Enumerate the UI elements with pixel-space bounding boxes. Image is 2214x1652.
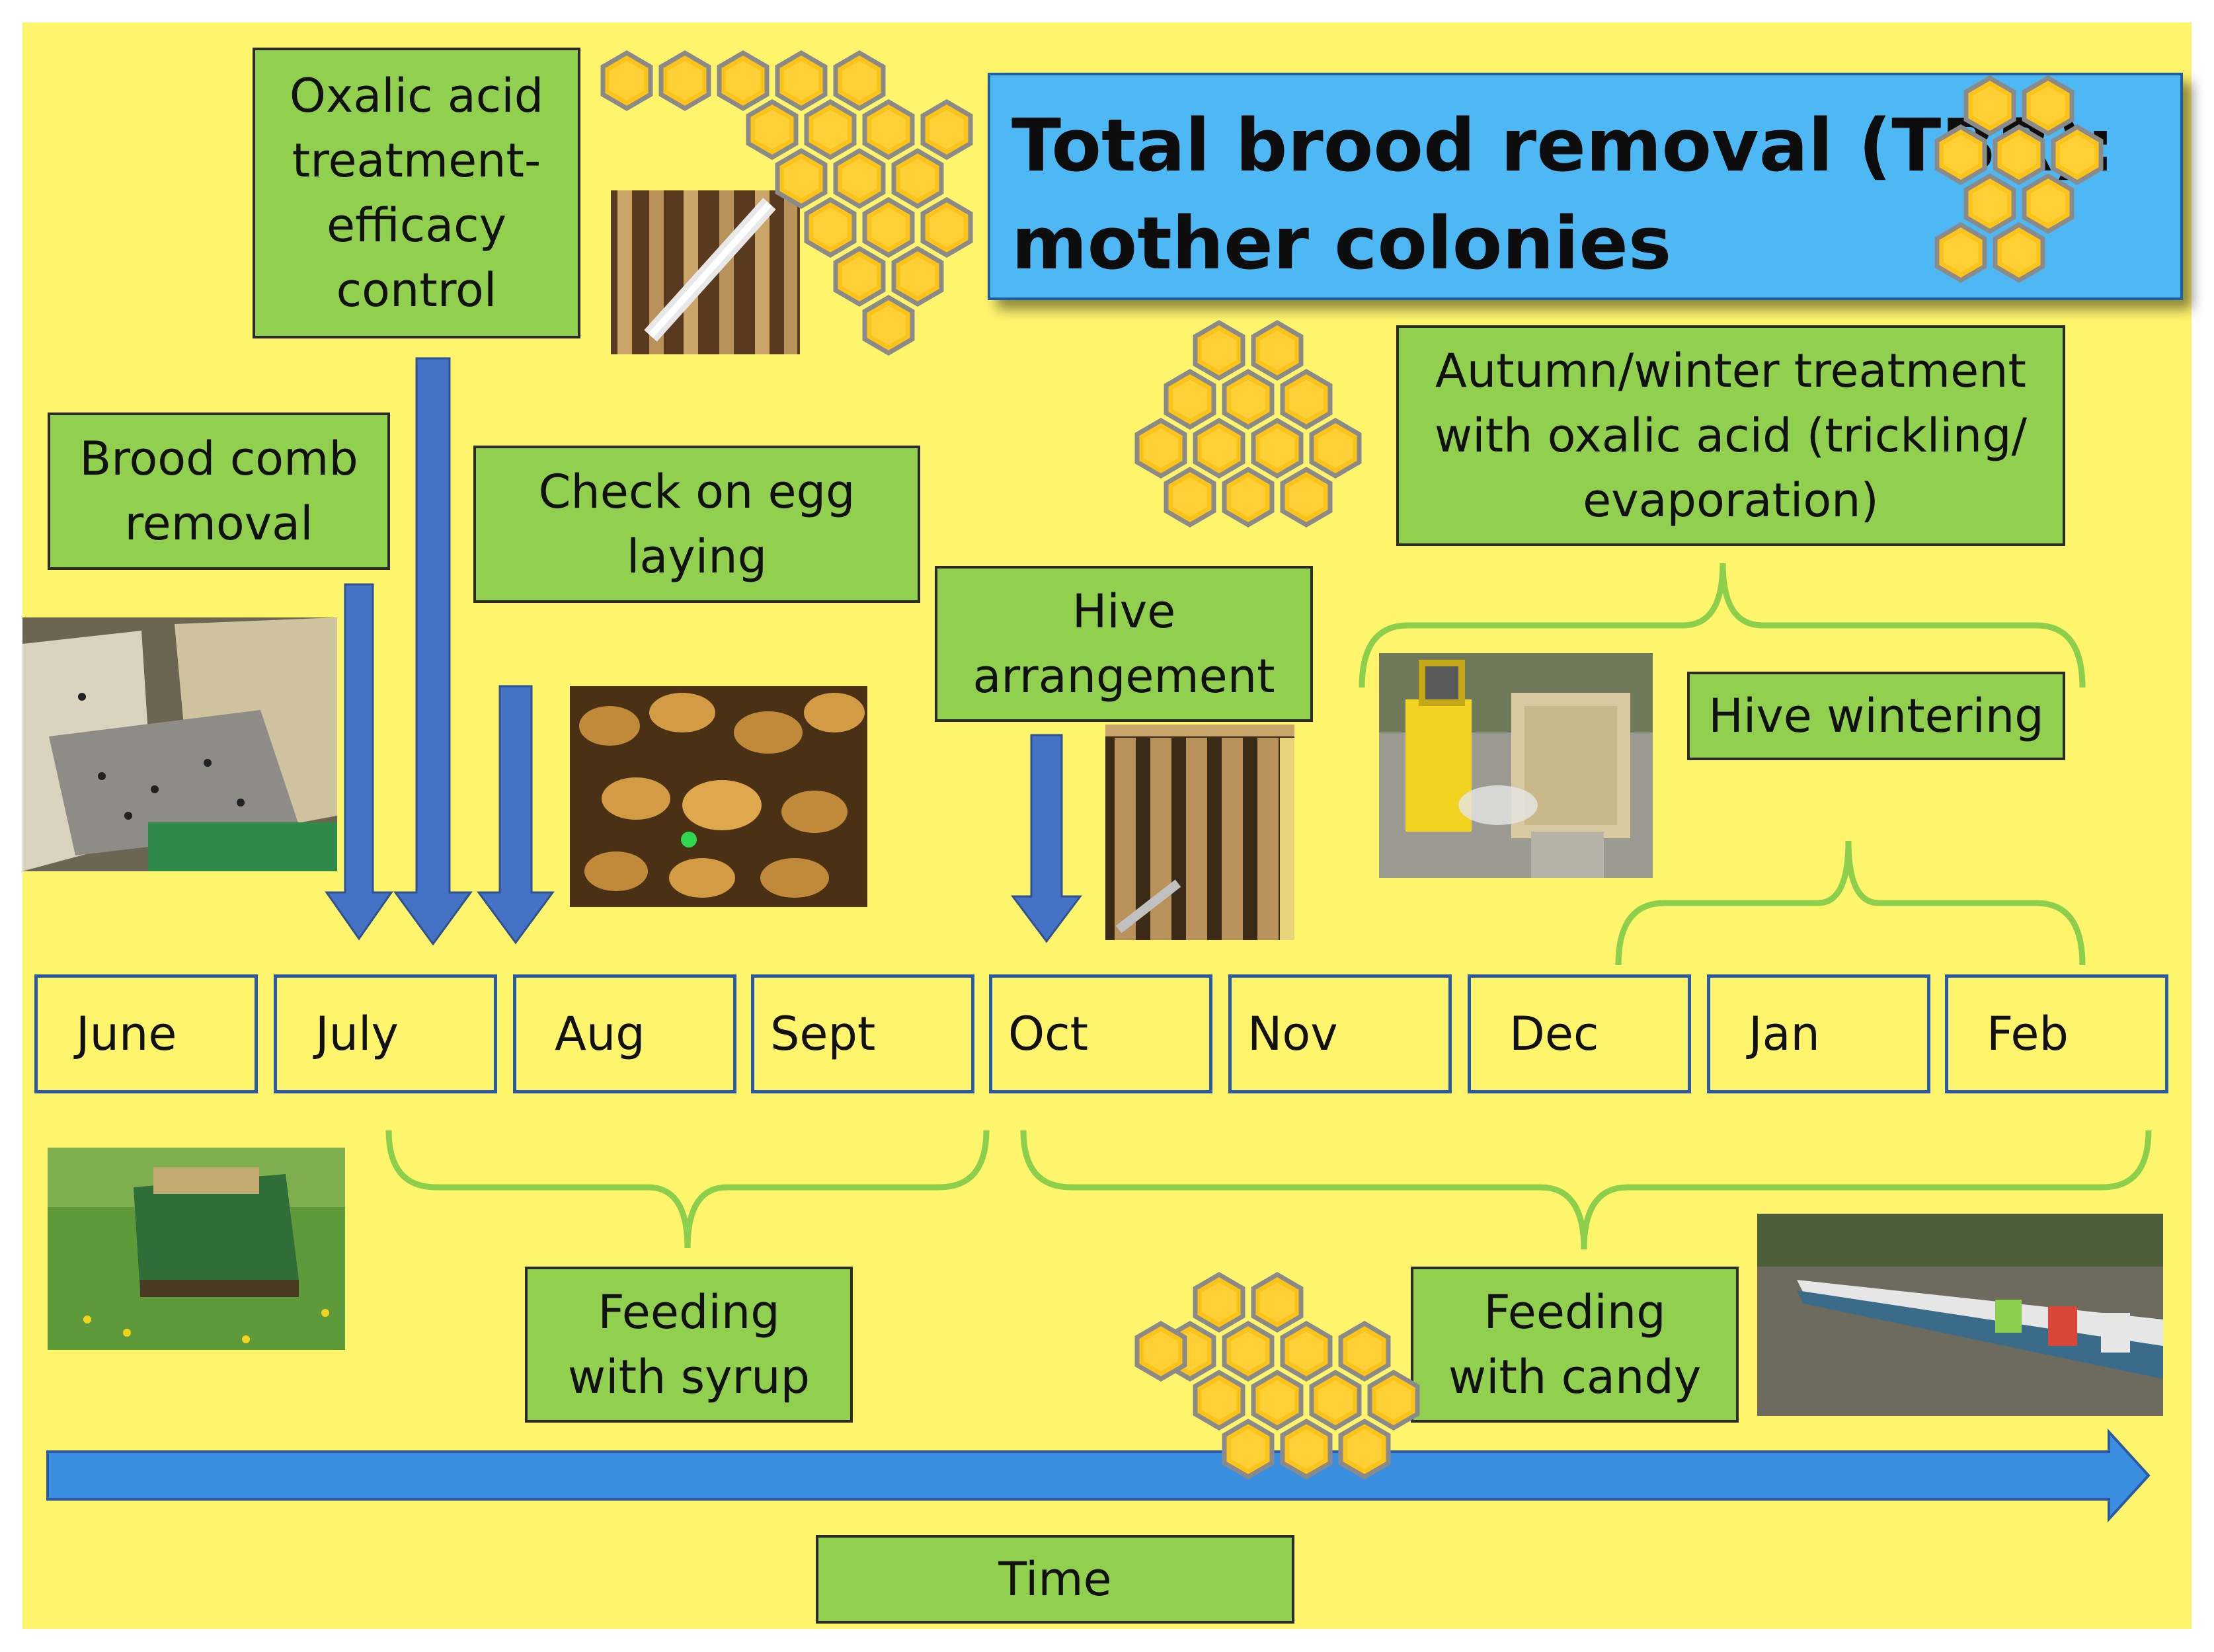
feeding-candy-line-1: Feeding xyxy=(1483,1285,1666,1339)
photo-apiary-row xyxy=(1757,1214,2163,1416)
month-july: July xyxy=(274,974,497,1093)
autumn-treatment-line-2: with oxalic acid (trickling/ xyxy=(1434,409,2028,463)
month-jan: Jan xyxy=(1707,974,1930,1093)
oxalic-control-line-2: treatment- xyxy=(292,134,541,188)
title-line-1: Total brood removal (TBR): xyxy=(1011,103,2115,188)
month-feb: Feb xyxy=(1945,974,2168,1093)
month-aug-label: Aug xyxy=(555,1007,645,1061)
month-oct: Oct xyxy=(989,974,1212,1093)
time-label-box: Time xyxy=(816,1535,1294,1624)
brood-removal-line-2: removal xyxy=(124,496,313,551)
egg-laying-box: Check on egg laying xyxy=(473,446,920,603)
hive-wintering-label: Hive wintering xyxy=(1708,689,2044,743)
month-nov: Nov xyxy=(1228,974,1452,1093)
title-box: Total brood removal (TBR): mother coloni… xyxy=(988,73,2183,300)
hive-arrangement-box: Hive arrangement xyxy=(935,566,1313,722)
photo-beekeeper-treatment xyxy=(1379,653,1653,878)
hive-wintering-box: Hive wintering xyxy=(1687,672,2065,760)
hive-arrangement-line-1: Hive xyxy=(1072,584,1176,639)
feeding-candy-box: Feeding with candy xyxy=(1411,1267,1739,1423)
oxalic-control-line-4: control xyxy=(336,263,497,317)
feeding-syrup-line-2: with syrup xyxy=(567,1350,810,1404)
month-oct-label: Oct xyxy=(1008,1007,1089,1061)
month-nov-label: Nov xyxy=(1247,1007,1338,1061)
autumn-treatment-box: Autumn/winter treatment with oxalic acid… xyxy=(1396,325,2065,546)
brood-removal-box: Brood comb removal xyxy=(48,413,390,570)
oxalic-control-box: Oxalic acid treatment- efficacy control xyxy=(253,48,580,338)
photo-syringe-frames xyxy=(611,190,800,354)
month-june: June xyxy=(34,974,258,1093)
month-dec: Dec xyxy=(1468,974,1691,1093)
month-dec-label: Dec xyxy=(1509,1007,1599,1061)
month-jan-label: Jan xyxy=(1749,1007,1820,1061)
brood-removal-line-1: Brood comb xyxy=(79,432,358,486)
month-sept: Sept xyxy=(751,974,974,1093)
month-june-label: June xyxy=(76,1007,177,1061)
photo-empty-hive xyxy=(22,617,337,871)
oxalic-control-line-1: Oxalic acid xyxy=(289,69,544,123)
feeding-syrup-line-1: Feeding xyxy=(598,1285,780,1339)
month-aug: Aug xyxy=(513,974,736,1093)
photo-bees-queen xyxy=(570,686,867,907)
feeding-syrup-box: Feeding with syrup xyxy=(525,1267,853,1423)
oxalic-control-line-3: efficacy xyxy=(326,198,507,253)
month-feb-label: Feb xyxy=(1987,1007,2069,1061)
egg-laying-line-2: laying xyxy=(626,530,768,584)
autumn-treatment-line-3: evaporation) xyxy=(1583,473,1879,528)
month-sept-label: Sept xyxy=(770,1007,876,1061)
title-line-2: mother colonies xyxy=(1011,201,1672,286)
month-july-label: July xyxy=(315,1007,399,1061)
feeding-candy-line-2: with candy xyxy=(1448,1350,1702,1404)
autumn-treatment-line-1: Autumn/winter treatment xyxy=(1435,344,2026,398)
hive-arrangement-line-2: arrangement xyxy=(972,649,1275,703)
photo-hive-grass xyxy=(48,1148,345,1350)
egg-laying-line-1: Check on egg xyxy=(538,465,855,519)
photo-brood-frames xyxy=(1105,725,1294,940)
time-label: Time xyxy=(998,1552,1112,1606)
